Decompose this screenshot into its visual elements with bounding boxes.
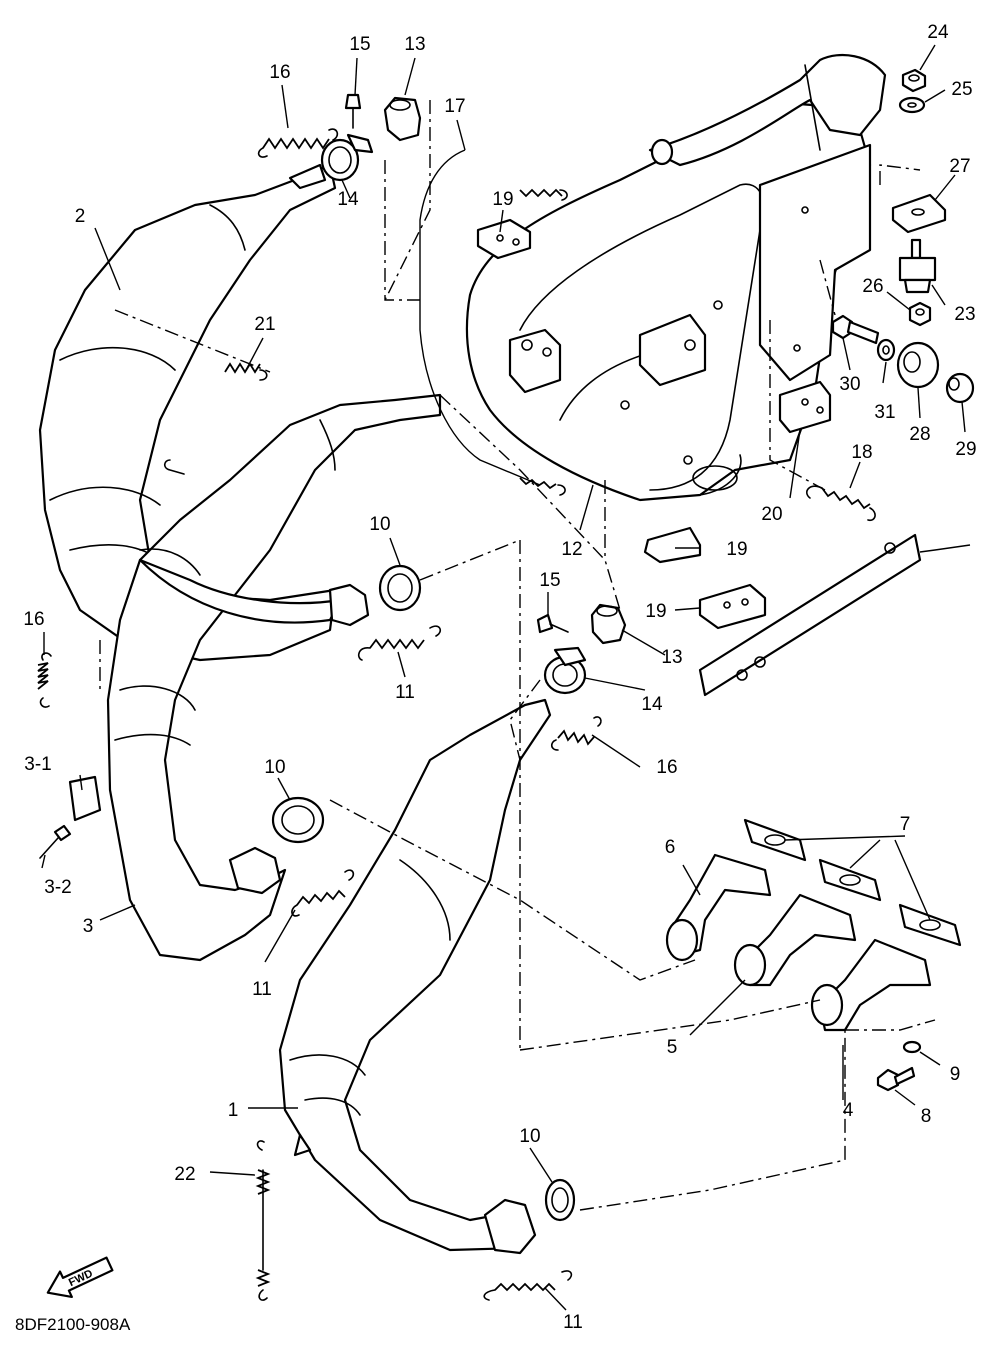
callout-6: 6 [665, 837, 676, 858]
callout-17: 17 [444, 96, 465, 117]
callout-10a: 10 [369, 514, 390, 535]
spring-part-18 [806, 485, 876, 522]
bracket-part-20 [778, 380, 832, 434]
damper-part-23 [898, 238, 937, 294]
callout-11a: 11 [395, 682, 415, 703]
callout-28: 28 [909, 424, 930, 445]
callout-3-1: 3-1 [24, 754, 51, 775]
spring-part-11 [291, 625, 573, 1301]
callout-15b: 15 [539, 570, 560, 591]
callout-16b: 16 [23, 609, 44, 630]
drawing-code: 8DF2100-908A [15, 1315, 131, 1334]
frame-bracket [698, 533, 971, 697]
callout-numbers: 1 2 3 3-1 3-2 4 5 6 7 8 9 10 10 10 11 11… [23, 22, 976, 1333]
callout-26: 26 [862, 276, 883, 297]
washer-part-25 [898, 96, 926, 114]
assembly-lines [99, 100, 936, 1211]
callout-4: 4 [843, 1100, 854, 1121]
bracket-part-19 [476, 218, 767, 630]
joint-part-10 [271, 564, 576, 1222]
callout-9: 9 [950, 1064, 961, 1085]
callout-10b: 10 [264, 757, 285, 778]
joint-part-13 [383, 96, 627, 645]
callout-1: 1 [228, 1100, 239, 1121]
callout-3-2: 3-2 [44, 877, 71, 898]
washer-part-31 [876, 338, 896, 362]
exhaust-pipe-part-5 [733, 893, 857, 987]
exhaust-chamber-part-3 [106, 393, 442, 962]
callout-15a: 15 [349, 34, 370, 55]
bolt-part-8 [876, 1066, 916, 1092]
callout-16a: 16 [269, 62, 290, 83]
damper-part-28 [896, 341, 940, 389]
callout-21: 21 [254, 314, 275, 335]
callout-18: 18 [851, 442, 872, 463]
callout-19c: 19 [645, 601, 666, 622]
callout-29: 29 [955, 439, 976, 460]
clamp-part-14 [320, 133, 587, 695]
callout-7: 7 [900, 814, 911, 835]
callout-3: 3 [83, 916, 94, 937]
callout-2: 2 [75, 206, 86, 227]
callout-13a: 13 [404, 34, 425, 55]
forward-arrow-icon: FWD [46, 1256, 114, 1299]
callout-12: 12 [561, 539, 582, 560]
exhaust-pipe-part-4 [810, 938, 932, 1032]
spring-part-17 [419, 149, 568, 496]
bracket-part-27 [891, 193, 947, 234]
exhaust-chamber-part-2 [38, 163, 337, 662]
nut-part-26 [908, 301, 932, 327]
spring-part-22 [255, 1140, 271, 1301]
callout-16c: 16 [656, 757, 677, 778]
bolt-part-15 [344, 93, 569, 634]
exhaust-pipe-part-6 [665, 853, 772, 962]
exhaust-chamber-part-1 [278, 698, 552, 1255]
callout-31: 31 [874, 402, 895, 423]
spring-part-21 [163, 362, 268, 475]
callout-30: 30 [839, 374, 860, 395]
callout-11b: 11 [252, 979, 272, 1000]
gasket-part-7 [743, 818, 962, 947]
callout-24: 24 [927, 22, 949, 43]
callout-13b: 13 [661, 647, 682, 668]
callout-14a: 14 [337, 189, 359, 210]
collar-part-29 [945, 372, 975, 404]
callout-20: 20 [761, 504, 782, 525]
callout-27: 27 [949, 156, 970, 177]
callout-10c: 10 [519, 1126, 540, 1147]
callout-19b: 19 [726, 539, 747, 560]
screw-part-3-2 [39, 824, 72, 859]
callout-19a: 19 [492, 189, 513, 210]
callout-5: 5 [667, 1037, 678, 1058]
callout-22: 22 [174, 1164, 195, 1185]
plate-part-3-1 [68, 775, 102, 822]
callout-14b: 14 [641, 694, 663, 715]
washer-part-9 [902, 1040, 922, 1054]
nut-part-24 [901, 68, 927, 93]
callout-8: 8 [921, 1106, 932, 1127]
leader-lines [41, 44, 966, 1311]
silencer-part-12 [465, 53, 887, 502]
callout-11c: 11 [563, 1312, 583, 1333]
bolt-part-30 [831, 314, 880, 345]
callout-23: 23 [954, 304, 975, 325]
callout-25: 25 [951, 79, 972, 100]
